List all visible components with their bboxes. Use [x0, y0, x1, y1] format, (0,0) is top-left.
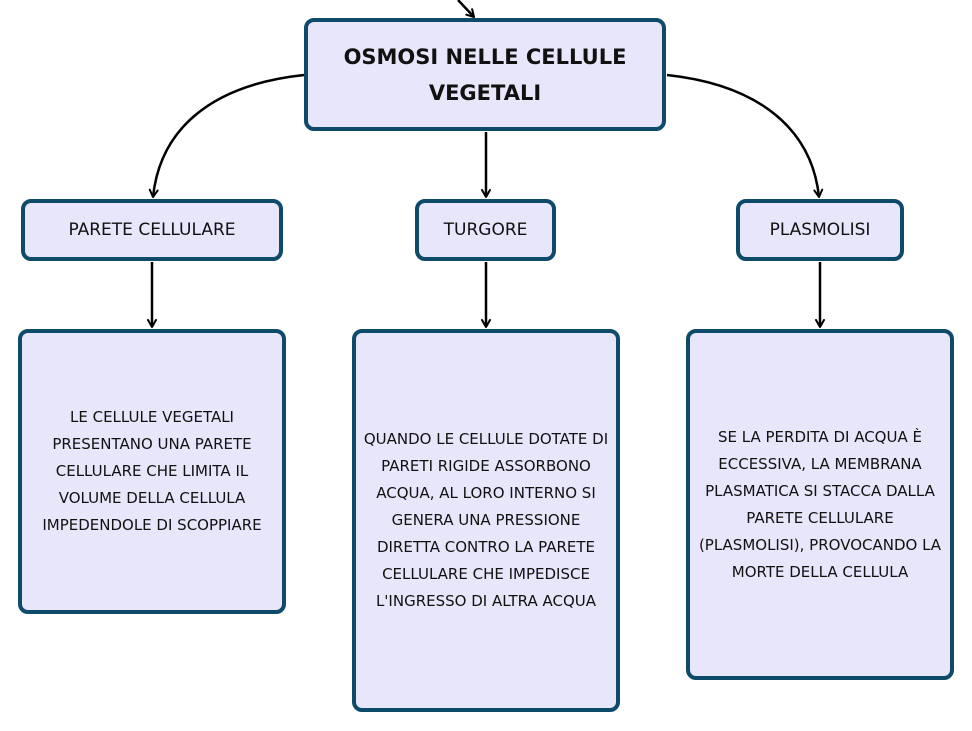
description-text-parete-cellulare: LE CELLULE VEGETALI PRESENTANO UNA PARET…	[42, 408, 262, 534]
category-node-plasmolisi: PLASMOLISI	[736, 199, 904, 261]
category-node-parete-cellulare: PARETE CELLULARE	[21, 199, 283, 261]
category-node-turgore: TURGORE	[415, 199, 556, 261]
main-topic-label: OSMOSI NELLE CELLULE VEGETALI	[343, 44, 627, 105]
incoming-arrow	[457, 0, 475, 18]
description-node-plasmolisi: SE LA PERDITA DI ACQUA È ECCESSIVA, LA M…	[686, 329, 954, 680]
description-text-plasmolisi: SE LA PERDITA DI ACQUA È ECCESSIVA, LA M…	[698, 427, 942, 581]
category-label-turgore: TURGORE	[443, 220, 528, 240]
category-label-plasmolisi: PLASMOLISI	[769, 220, 871, 240]
category-label-parete-cellulare: PARETE CELLULARE	[68, 220, 236, 240]
main-topic-node: OSMOSI NELLE CELLULE VEGETALI	[304, 18, 666, 131]
arrow-to-parete-cellulare	[148, 73, 305, 198]
description-node-turgore: QUANDO LE CELLULE DOTATE DI PARETI RIGID…	[352, 329, 620, 712]
description-text-turgore: QUANDO LE CELLULE DOTATE DI PARETI RIGID…	[363, 430, 609, 610]
description-node-parete-cellulare: LE CELLULE VEGETALI PRESENTANO UNA PARET…	[18, 329, 286, 614]
arrow-to-plasmolisi	[666, 73, 824, 198]
